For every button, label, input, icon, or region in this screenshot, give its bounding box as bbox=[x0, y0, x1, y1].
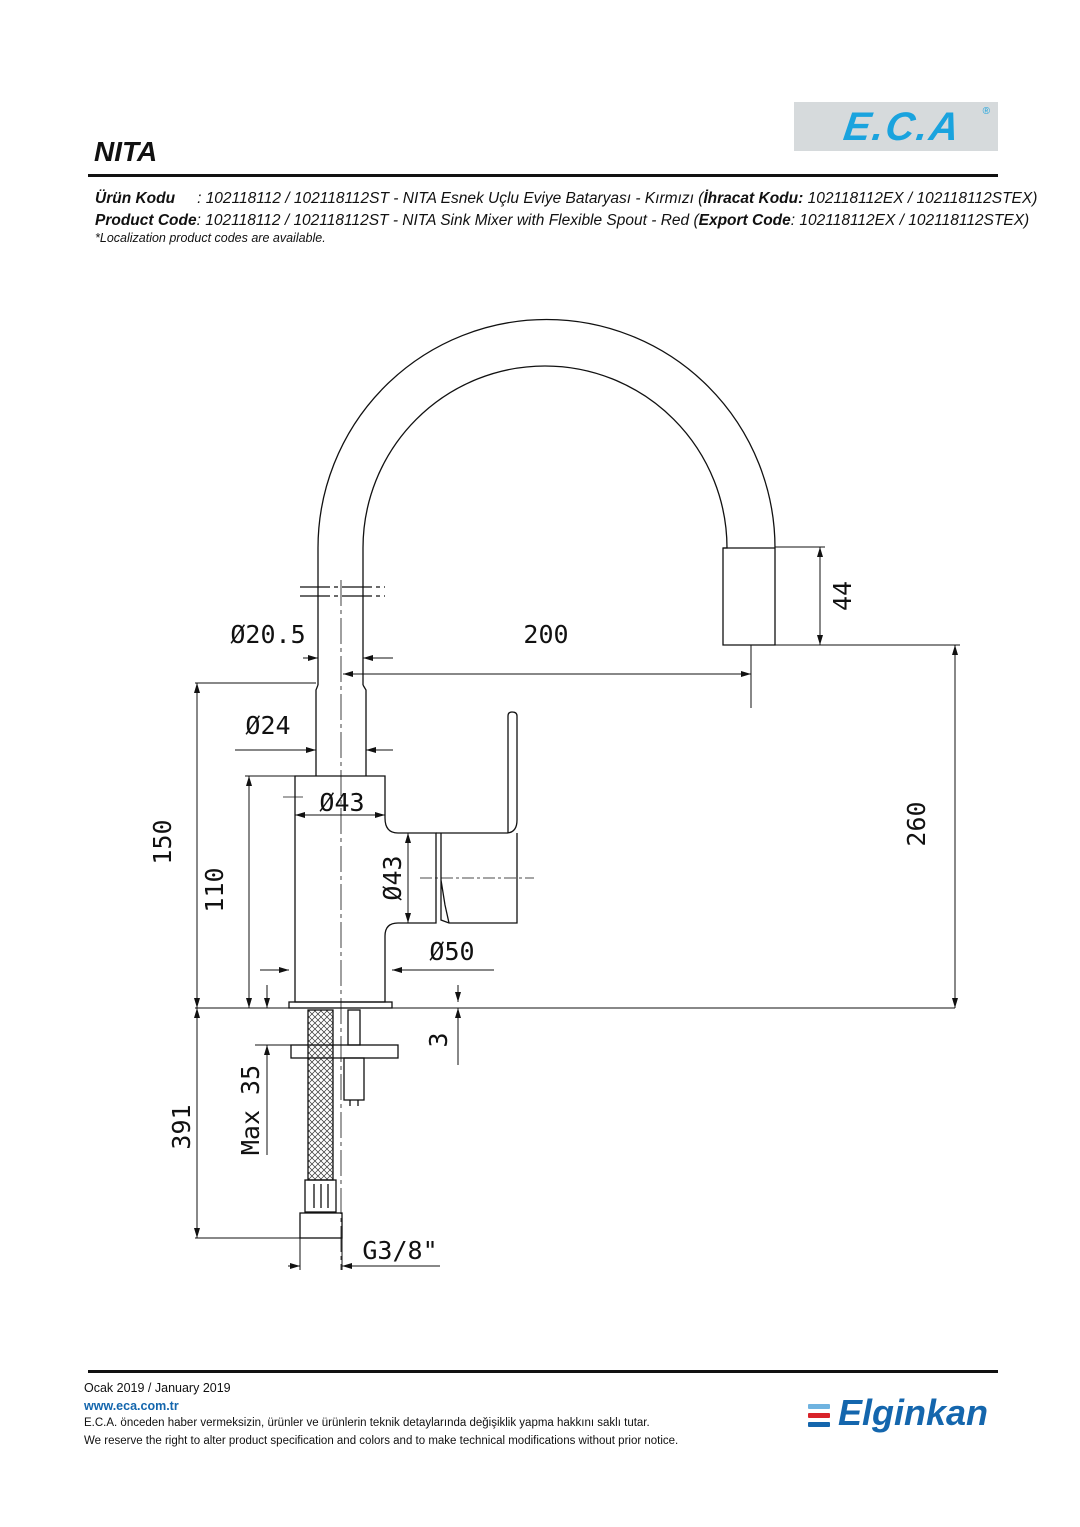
registered-mark: ® bbox=[982, 106, 990, 117]
eca-logo: E.C.A ® bbox=[794, 102, 998, 151]
dim-thread: G3/8" bbox=[362, 1236, 437, 1265]
export-label: Export Code bbox=[698, 212, 791, 229]
footer-website-link[interactable]: www.eca.com.tr bbox=[84, 1399, 179, 1413]
dimension-lines bbox=[194, 546, 960, 1270]
product-code-en: Product Code: 102118112 / 102118112ST - … bbox=[95, 212, 1029, 230]
product-code-tr: Ürün Kodu : 102118112 / 102118112ST - NIT… bbox=[95, 190, 1037, 208]
dim-height-110: 110 bbox=[200, 867, 229, 912]
footer-disclaimer-tr: E.C.A. önceden haber vermeksizin, ürünle… bbox=[84, 1417, 650, 1429]
footer-disclaimer-en: We reserve the right to alter product sp… bbox=[84, 1435, 679, 1447]
label: Product Code bbox=[95, 212, 197, 229]
faucet-outline bbox=[288, 318, 776, 1270]
header-divider bbox=[88, 174, 998, 177]
footer-date: Ocak 2019 / January 2019 bbox=[84, 1381, 231, 1395]
dim-base-diameter: Ø50 bbox=[429, 937, 474, 966]
dim-reach: 200 bbox=[523, 620, 568, 649]
dim-handle-diameter: Ø43 bbox=[378, 855, 407, 900]
export-label: İhracat Kodu: bbox=[703, 190, 804, 207]
dim-height-260: 260 bbox=[902, 801, 931, 846]
dim-spout-diameter: Ø20.5 bbox=[230, 620, 305, 649]
export-value: : 102118112EX / 102118112STEX) bbox=[790, 212, 1030, 229]
dim-thickness-3: 3 bbox=[424, 1032, 453, 1047]
dim-neck-diameter: Ø24 bbox=[245, 711, 290, 740]
dim-spout-height: 44 bbox=[828, 581, 857, 611]
value: : 102118112 / 102118112ST - NITA Sink Mi… bbox=[196, 212, 699, 229]
value: : 102118112 / 102118112ST - NITA Esnek U… bbox=[197, 190, 704, 207]
elginkan-logo: Elginkan bbox=[808, 1392, 1008, 1440]
export-value: 102118112EX / 102118112STEX) bbox=[803, 190, 1038, 207]
dim-body-diameter: Ø43 bbox=[319, 788, 364, 817]
page-title: NITA bbox=[94, 136, 158, 167]
footer-divider bbox=[88, 1370, 998, 1373]
dim-hose-391: 391 bbox=[167, 1104, 196, 1149]
elginkan-logo-text: Elginkan bbox=[838, 1392, 989, 1433]
label: Ürün Kodu bbox=[95, 190, 176, 207]
localization-note: *Localization product codes are availabl… bbox=[95, 231, 326, 245]
dim-max-35: Max 35 bbox=[236, 1065, 265, 1155]
dim-height-150: 150 bbox=[148, 819, 177, 864]
